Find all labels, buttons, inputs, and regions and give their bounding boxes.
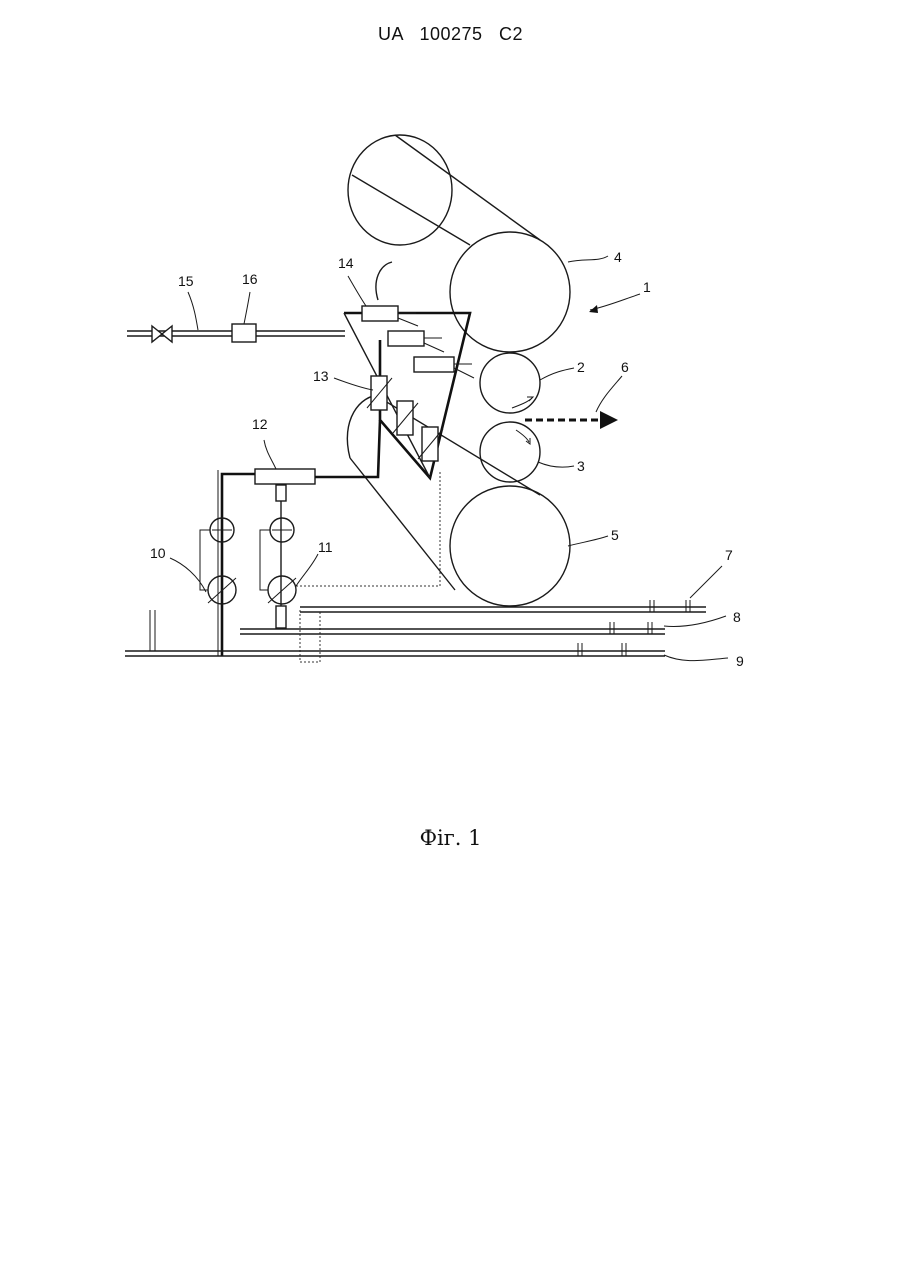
roll-2	[480, 353, 540, 413]
label-11: 11	[318, 539, 333, 555]
label-13: 13	[313, 368, 329, 384]
label-8: 8	[733, 609, 741, 625]
label-10: 10	[150, 545, 166, 561]
supply-pipe	[127, 324, 345, 342]
label-9: 9	[736, 653, 744, 669]
label-14: 14	[338, 255, 354, 271]
figure-caption: Фіг. 1	[0, 826, 901, 850]
line-8	[240, 622, 665, 634]
label-5: 5	[611, 527, 619, 543]
pump-11	[260, 518, 296, 604]
label-4: 4	[614, 249, 622, 265]
label-1: 1	[643, 279, 651, 295]
label-3: 3	[577, 458, 585, 474]
label-6: 6	[621, 359, 629, 375]
label-2: 2	[577, 359, 585, 375]
steam-box	[344, 306, 474, 478]
line-9	[125, 610, 665, 656]
label-7: 7	[725, 547, 733, 563]
roll-3	[480, 422, 540, 482]
label-12: 12	[252, 416, 268, 432]
header-12	[218, 420, 380, 656]
label-16: 16	[242, 271, 258, 287]
label-15: 15	[178, 273, 194, 289]
